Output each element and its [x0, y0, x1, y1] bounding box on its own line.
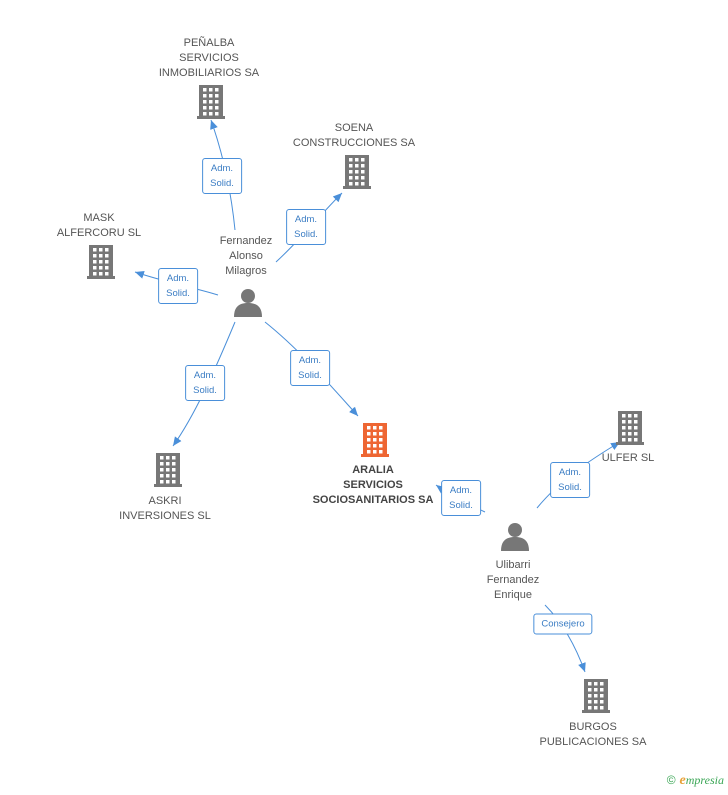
person-ulibarri-label-line: Ulibarri [495, 559, 531, 571]
company-ulfer-label[interactable]: ULFER SL [602, 451, 655, 466]
relation-badge-fernandez-penalba[interactable]: Adm. Solid. [202, 158, 242, 194]
company-aralia-label-line: ARALIA [352, 464, 394, 476]
relation-badge-line: Adm. [298, 355, 322, 366]
relation-badge-line: Solid. [294, 229, 318, 240]
company-aralia-building-icon [361, 423, 389, 457]
company-penalba-label-line: SERVICIOS [179, 52, 239, 64]
relation-badge-line: Solid. [193, 385, 217, 396]
company-askri-label-line: INVERSIONES SL [119, 510, 211, 522]
person-fernandez-label-line: Fernandez [219, 235, 273, 247]
relation-badge-line: Solid. [298, 370, 322, 381]
company-burgos-building-icon [582, 679, 610, 713]
company-burgos-label-line: PUBLICACIONES SA [539, 736, 647, 748]
company-mask-building-icon [87, 245, 115, 279]
brand-initial: e [679, 773, 686, 788]
company-aralia-label-line: SOCIOSANITARIOS SA [312, 494, 434, 506]
relation-badge-line: Adm. [193, 370, 217, 381]
relation-badge-line: Adm. [210, 163, 234, 174]
company-soena-building-icon [343, 155, 371, 189]
relation-badge-fernandez-aralia[interactable]: Adm. Solid. [290, 350, 330, 386]
company-burgos-label[interactable]: BURGOS PUBLICACIONES SA [540, 720, 647, 750]
person-ulibarri-label-line: Enrique [494, 589, 532, 601]
company-aralia-label-line: SERVICIOS [343, 479, 403, 491]
person-fernandez-icon [234, 289, 262, 317]
relation-badge-line: Consejero [541, 618, 585, 630]
company-askri-label-line: ASKRI [148, 495, 182, 507]
relation-badge-line: Adm. [294, 214, 318, 225]
company-penalba-label-line: INMOBILIARIOS SA [158, 67, 260, 79]
brand-name: mpresia [685, 773, 724, 787]
company-ulfer-label-line: ULFER SL [601, 452, 655, 464]
footer-brand: ©empresia [667, 773, 724, 789]
company-burgos-label-line: BURGOS [569, 721, 617, 733]
relation-badge-ulibarri-ulfer[interactable]: Adm. Solid. [550, 462, 590, 498]
relation-badge-line: Solid. [166, 288, 190, 299]
relation-badge-ulibarri-burgos[interactable]: Consejero [533, 613, 593, 635]
company-mask-label-line: ALFERCORU SL [56, 227, 142, 239]
relation-badge-line: Solid. [210, 178, 234, 189]
relation-badge-ulibarri-aralia[interactable]: Adm. Solid. [441, 480, 481, 516]
relation-badge-fernandez-mask[interactable]: Adm. Solid. [158, 268, 198, 304]
company-askri-building-icon [154, 453, 182, 487]
person-ulibarri-label-line: Fernandez [486, 574, 540, 586]
copyright-symbol: © [666, 773, 676, 787]
relation-badge-line: Adm. [558, 467, 582, 478]
company-soena-label-line: SOENA [334, 122, 374, 134]
company-askri-label[interactable]: ASKRI INVERSIONES SL [119, 494, 211, 524]
company-penalba-building-icon [197, 85, 225, 119]
company-penalba-label[interactable]: PEÑALBA SERVICIOS INMOBILIARIOS SA [159, 36, 259, 81]
relation-badge-line: Solid. [558, 482, 582, 493]
company-ulfer-building-icon [616, 411, 644, 445]
relation-badge-fernandez-soena[interactable]: Adm. Solid. [286, 209, 326, 245]
edge-ulibarri-burgos [544, 604, 586, 673]
relation-badge-fernandez-askri[interactable]: Adm. Solid. [185, 365, 225, 401]
company-soena-label-line: CONSTRUCCIONES SA [292, 137, 416, 149]
relation-badge-line: Solid. [449, 500, 473, 511]
company-mask-label[interactable]: MASK ALFERCORU SL [57, 211, 141, 241]
relation-badge-line: Adm. [449, 485, 473, 496]
relation-badge-line: Adm. [166, 273, 190, 284]
person-ulibarri-icon [501, 523, 529, 551]
person-fernandez-label-line: Alonso [229, 250, 263, 262]
company-aralia-label[interactable]: ARALIA SERVICIOS SOCIOSANITARIOS SA [313, 463, 434, 508]
person-fernandez-label-line: Milagros [225, 265, 267, 277]
company-mask-label-line: MASK [83, 212, 115, 224]
company-penalba-label-line: PEÑALBA [183, 37, 235, 49]
company-soena-label[interactable]: SOENA CONSTRUCCIONES SA [293, 121, 415, 151]
